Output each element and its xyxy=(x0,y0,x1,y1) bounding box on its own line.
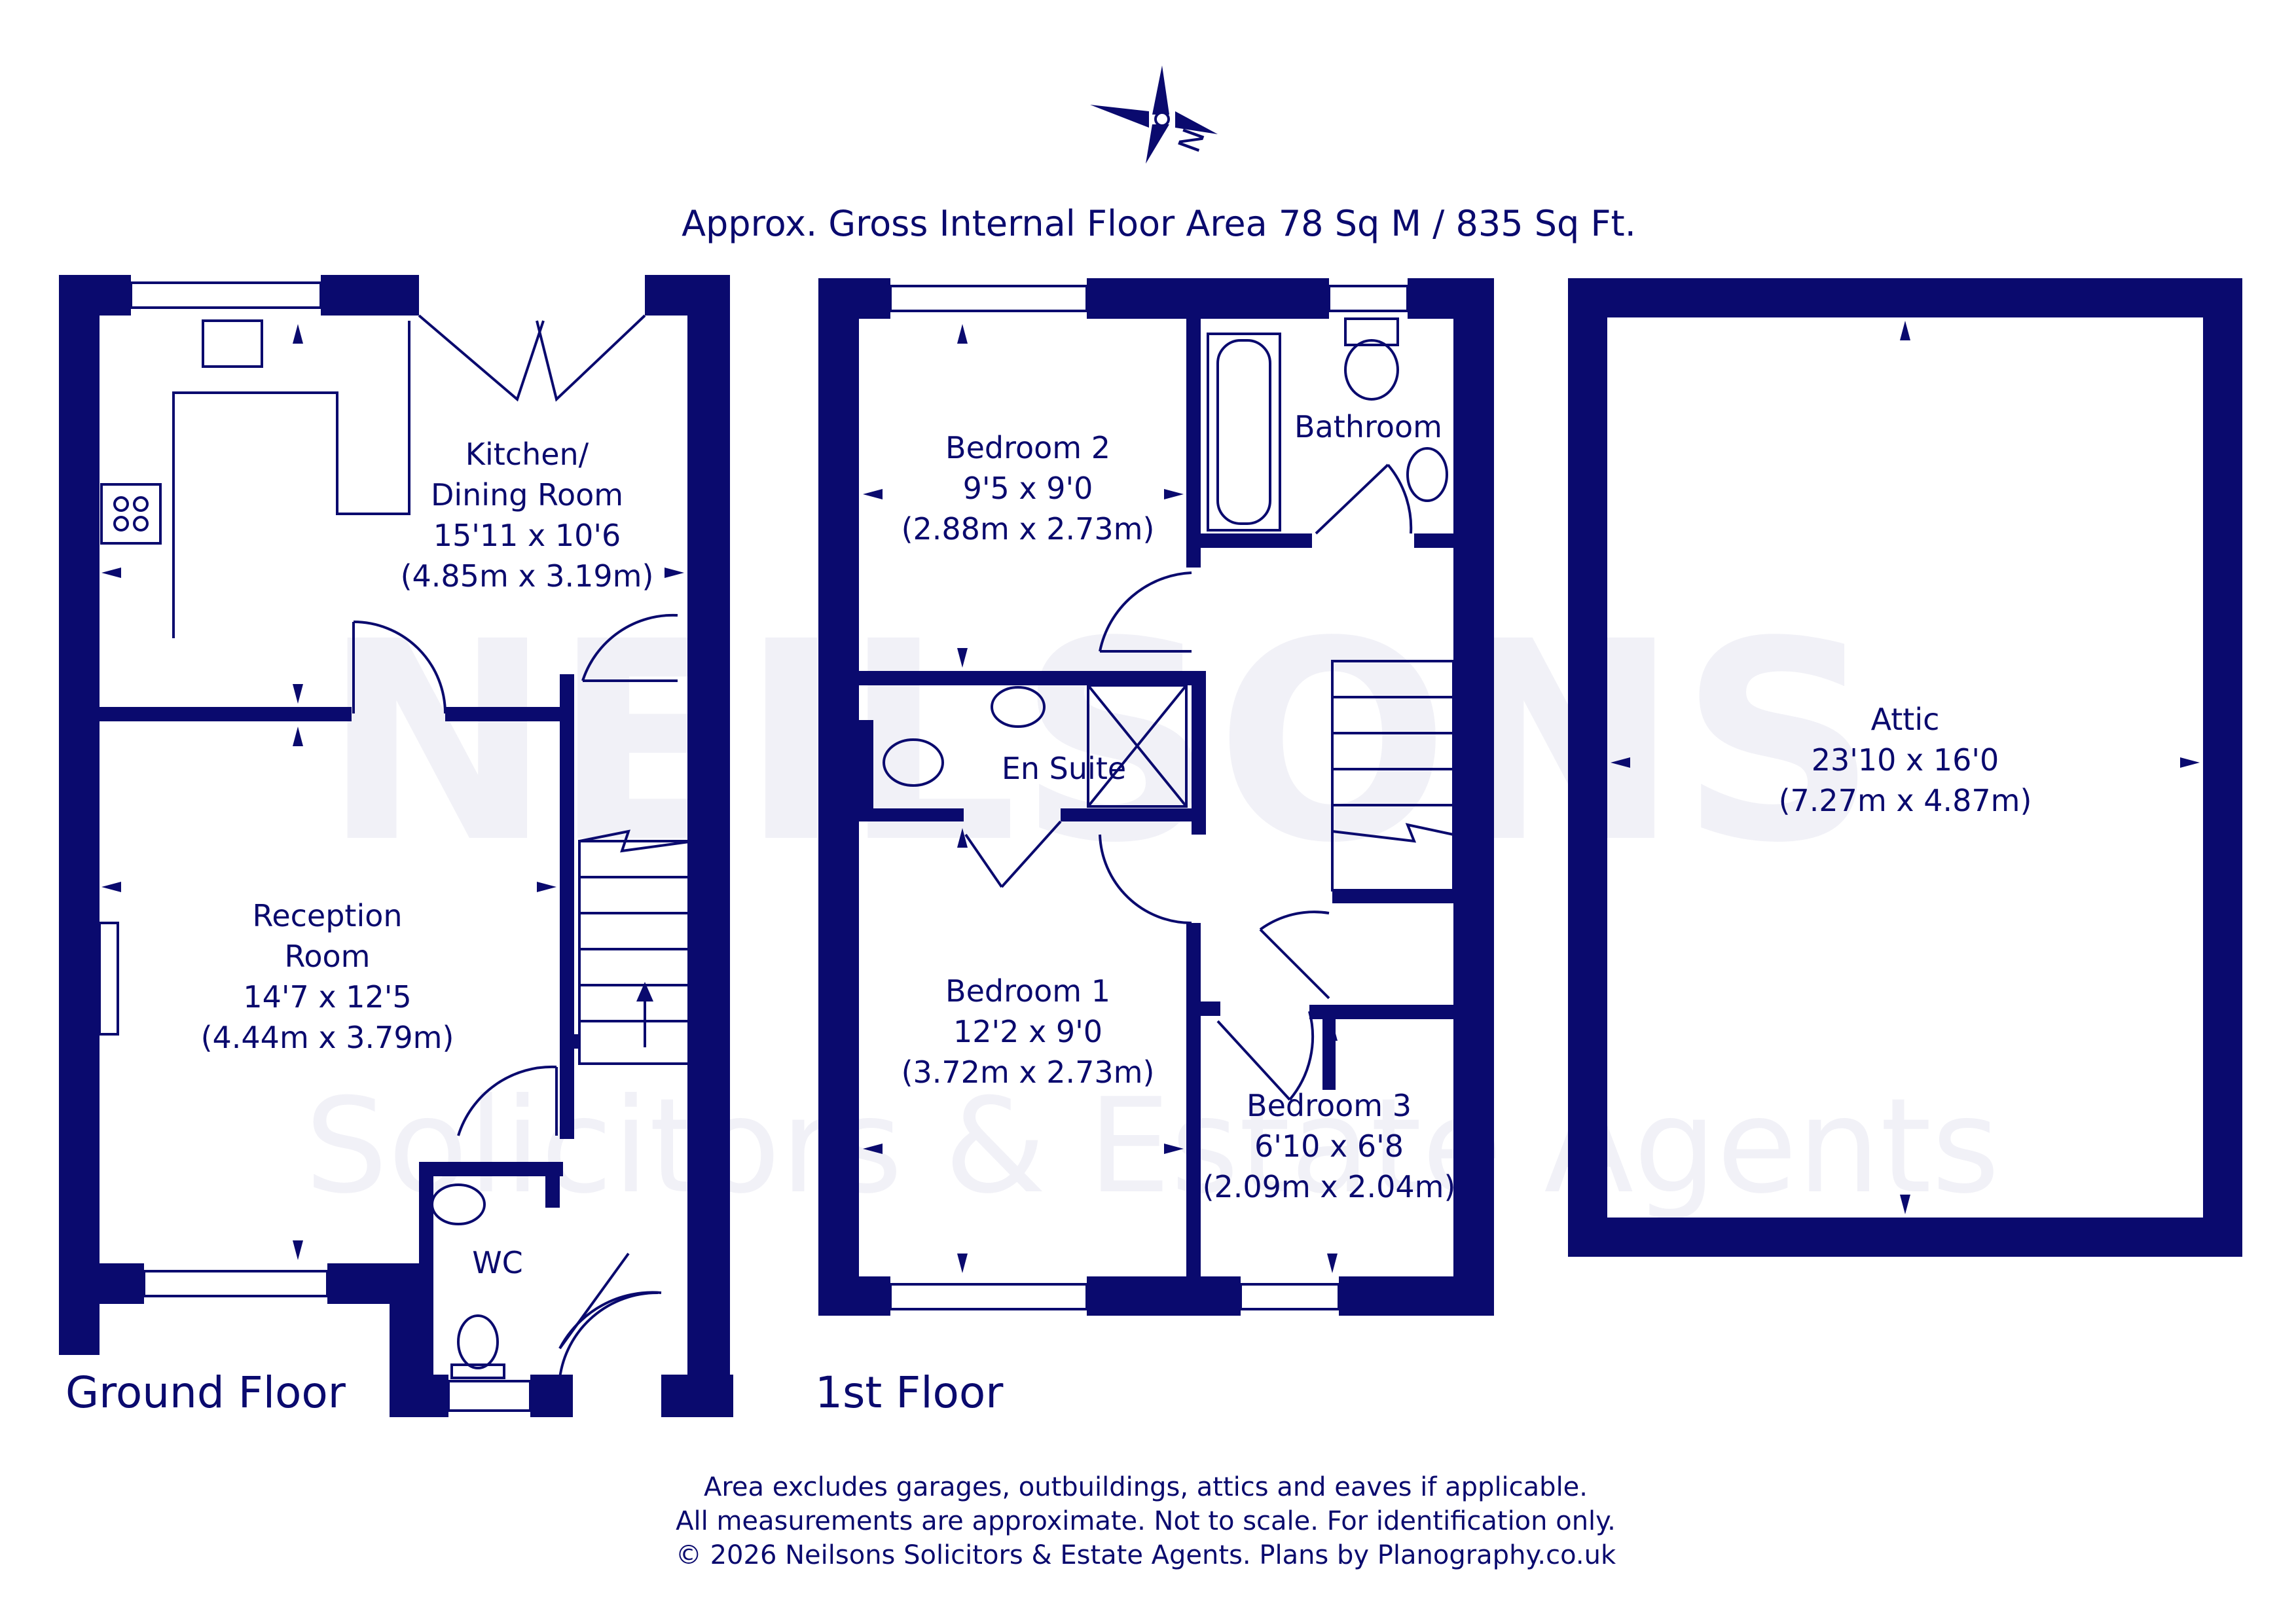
ground-floor-plan: Kitchen/ Dining Room 15'11 x 10'6 (4.85m… xyxy=(59,275,733,1418)
disclaimer-line1: Area excludes garages, outbuildings, att… xyxy=(704,1472,1588,1502)
bedroom3-label: Bedroom 3 xyxy=(1247,1088,1412,1123)
first-floor-label: 1st Floor xyxy=(815,1367,1004,1418)
bedroom3-dimensions-imperial: 6'10 x 6'8 xyxy=(1254,1128,1404,1164)
bathroom-label: Bathroom xyxy=(1294,409,1442,444)
bedroom2-label: Bedroom 2 xyxy=(945,430,1110,465)
ensuite-label: En Suite xyxy=(1002,751,1126,786)
bedroom2-dimensions-imperial: 9'5 x 9'0 xyxy=(963,471,1093,506)
compass-icon: N xyxy=(1090,65,1218,164)
bedroom1-dimensions-metric: (3.72m x 2.73m) xyxy=(902,1055,1155,1090)
watermark: NEILSONS Solicitors & Estate Agents xyxy=(304,583,1999,1223)
bedroom2-dimensions-metric: (2.88m x 2.73m) xyxy=(902,511,1155,547)
disclaimer-line2: All measurements are approximate. Not to… xyxy=(676,1506,1616,1536)
reception-dimensions-metric: (4.44m x 3.79m) xyxy=(201,1020,454,1055)
reception-dimensions-imperial: 14'7 x 12'5 xyxy=(243,979,411,1015)
kitchen-units xyxy=(100,319,410,638)
watermark-brand: NEILSONS xyxy=(322,583,1878,903)
stairs-first xyxy=(1331,660,1455,892)
kitchen-dimensions-metric: (4.85m x 3.19m) xyxy=(401,558,654,594)
bedroom1-label: Bedroom 1 xyxy=(945,973,1110,1009)
copyright-line: © 2026 Neilsons Solicitors & Estate Agen… xyxy=(676,1540,1616,1570)
bedroom1-dimensions-imperial: 12'2 x 9'0 xyxy=(953,1014,1102,1049)
stairs xyxy=(578,829,695,1065)
ground-floor-label: Ground Floor xyxy=(65,1367,346,1418)
kitchen-label-line2: Dining Room xyxy=(431,477,623,513)
attic-dimensions-metric: (7.27m x 4.87m) xyxy=(1779,783,2032,818)
wc-label: WC xyxy=(472,1245,523,1280)
first-floor-plan: Bedroom 2 9'5 x 9'0 (2.88m x 2.73m) Bath… xyxy=(815,278,1494,1418)
reception-label: Reception xyxy=(252,898,402,933)
reception-label-line2: Room xyxy=(285,939,371,974)
gross-area-heading: Approx. Gross Internal Floor Area 78 Sq … xyxy=(682,203,1636,244)
attic-dimensions-imperial: 23'10 x 16'0 xyxy=(1812,742,1999,778)
kitchen-label: Kitchen/ xyxy=(465,437,589,472)
attic-plan: Attic 23'10 x 16'0 (7.27m x 4.87m) xyxy=(1568,278,2242,1257)
kitchen-dimensions-imperial: 15'11 x 10'6 xyxy=(433,518,621,553)
bedroom3-dimensions-metric: (2.09m x 2.04m) xyxy=(1203,1169,1456,1204)
watermark-tagline: Solicitors & Estate Agents xyxy=(304,1070,1999,1223)
attic-label: Attic xyxy=(1871,702,1940,737)
